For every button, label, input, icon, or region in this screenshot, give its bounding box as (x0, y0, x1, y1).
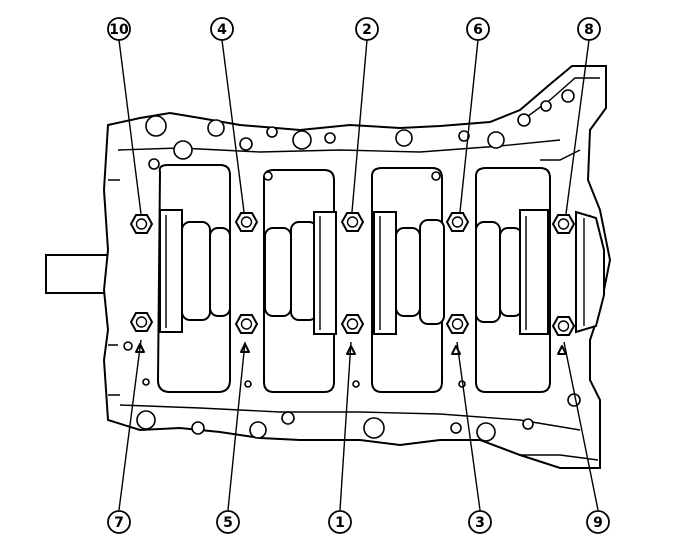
svg-text:6: 6 (473, 22, 483, 38)
callout-8: 8 (577, 17, 601, 41)
callout-4: 4 (210, 17, 234, 41)
bolt-3 (445, 314, 470, 334)
callout-7: 7 (107, 510, 131, 534)
callout-1: 1 (328, 510, 352, 534)
bolt-4 (234, 212, 259, 232)
svg-text:5: 5 (223, 515, 233, 531)
bolt-6 (445, 212, 470, 232)
svg-text:9: 9 (593, 515, 603, 531)
leader-lines (118, 39, 599, 511)
bolts-lower-row (129, 312, 576, 336)
bolt-9 (551, 316, 576, 336)
callout-5: 5 (216, 510, 240, 534)
svg-text:2: 2 (362, 22, 372, 38)
bolt-2 (340, 212, 365, 232)
svg-text:3: 3 (475, 515, 485, 531)
callout-9: 9 (586, 510, 610, 534)
svg-text:7: 7 (114, 515, 124, 531)
bolt-5 (234, 314, 259, 334)
callout-labels: 10 4 2 6 8 7 5 1 3 9 (107, 17, 610, 534)
block-holes (123, 89, 581, 442)
svg-text:10: 10 (109, 22, 129, 38)
callout-3: 3 (468, 510, 492, 534)
callout-2: 2 (355, 17, 379, 41)
svg-text:4: 4 (217, 22, 227, 38)
bolts-upper-row (129, 212, 576, 234)
bearing-bays (157, 164, 551, 393)
callout-10: 10 (107, 17, 131, 41)
bolt-10 (129, 214, 154, 234)
bolt-7 (129, 312, 154, 332)
crankshaft (159, 209, 605, 335)
svg-text:1: 1 (335, 515, 345, 531)
callout-6: 6 (466, 17, 490, 41)
bolt-1 (340, 314, 365, 334)
bolt-8 (551, 214, 576, 234)
svg-text:8: 8 (584, 22, 594, 38)
